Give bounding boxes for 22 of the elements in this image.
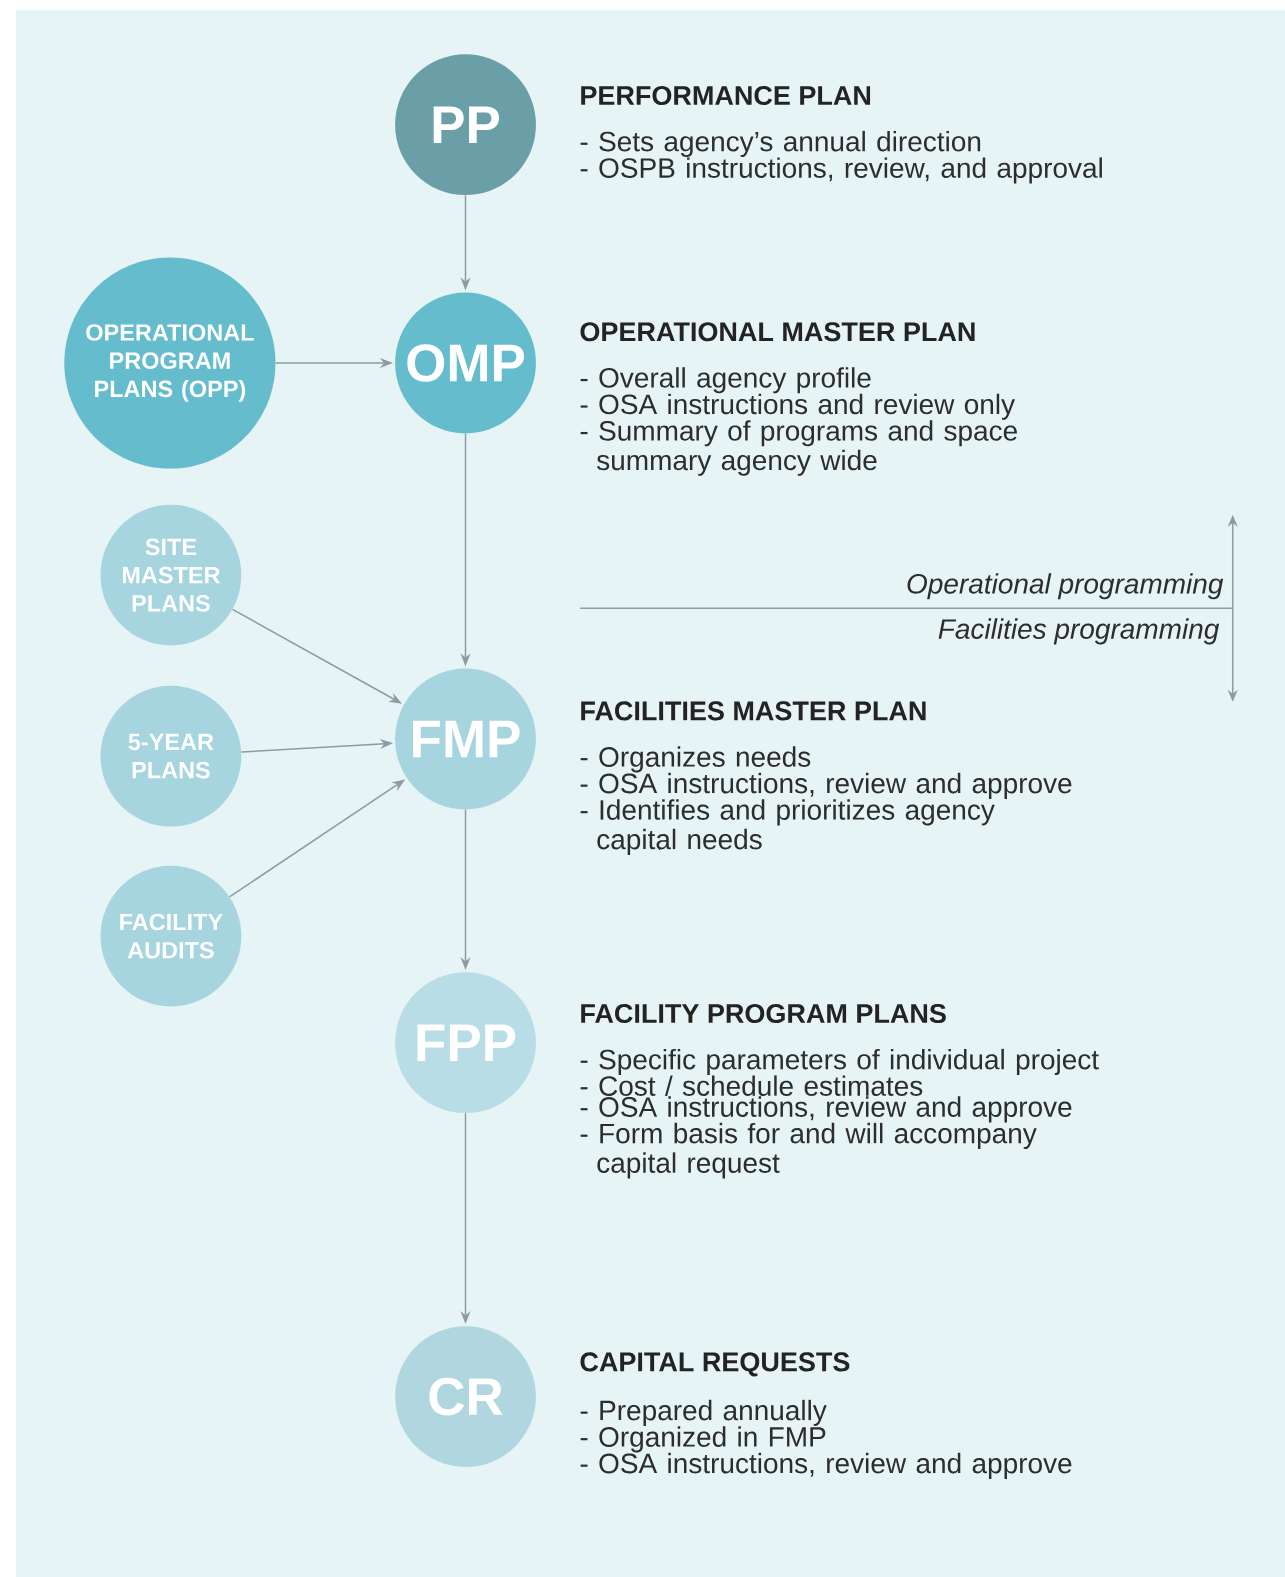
bullet-text: - Specific parameters of individual project [580, 1048, 1099, 1075]
bullet-text: - Sets agency’s annual direction [580, 130, 981, 157]
bullet-text: - Prepared annually [580, 1399, 827, 1426]
section-label: Operational programming [907, 573, 1224, 600]
bullet-text: - OSA instructions and review only [580, 393, 1015, 420]
bullet-text: - Organized in FMP [580, 1426, 826, 1453]
bullet-text: - Form basis for and will accompany capital request [580, 1122, 1037, 1179]
bullet-text: - Overall agency profile [580, 367, 871, 394]
heading: PERFORMANCE PLAN [581, 85, 871, 106]
heading: FACILITY PROGRAM PLANS [581, 1003, 946, 1024]
heading: FACILITIES MASTER PLAN [581, 701, 926, 721]
bullet-text: - Cost / schedule estimates [580, 1075, 923, 1096]
bullet-text: - Summary of programs and space summary agency wide [580, 420, 1017, 476]
heading: CAPITAL REQUESTS [580, 1352, 850, 1377]
bullet-text: - OSA instructions, review and approve [580, 1096, 1072, 1123]
bullet-text: - OSA instructions, review and approve [580, 1452, 1072, 1479]
bullet-text: - Organizes needs [580, 746, 811, 773]
bullet-text: - OSPB instructions, review, and approval [580, 157, 1102, 184]
bullet-text: - OSA instructions, review and approve [580, 772, 1072, 799]
section-label: Facilities programming [938, 618, 1220, 645]
heading: OPERATIONAL MASTER PLAN [580, 322, 975, 342]
bullet-text: - Identifies and prioritizes agency capital needs [580, 799, 995, 855]
